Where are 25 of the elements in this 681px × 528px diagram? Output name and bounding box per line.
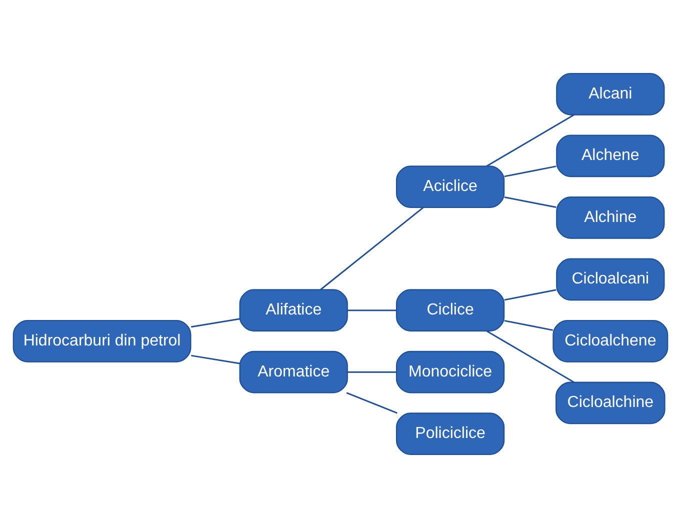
node-box: Hidrocarburi din petrol [12,320,192,362]
node-box: Alcani [556,73,665,116]
connector [346,392,398,414]
node-box: Monociclice [396,350,505,394]
connector [320,206,424,290]
connector [191,354,240,364]
connector [191,318,240,328]
connector [504,320,554,331]
connector [347,310,396,312]
connector [504,289,556,301]
node-box: Aromatice [239,350,348,394]
connector [486,330,574,383]
node-box: Alifatice [239,289,348,332]
node-box: Cicloalcani [556,258,665,301]
node-box: Alchene [556,134,665,178]
connector [486,114,574,167]
node-box: Aciclice [396,166,505,208]
connector [504,166,556,178]
node-box: Policiclice [396,412,505,455]
node-box: Cicloalchine [556,382,666,424]
node-box: Alchine [556,196,665,239]
connector [504,196,556,208]
node-box: Ciclice [396,289,505,332]
connector [347,371,396,373]
node-box: Cicloalchene [552,320,668,362]
